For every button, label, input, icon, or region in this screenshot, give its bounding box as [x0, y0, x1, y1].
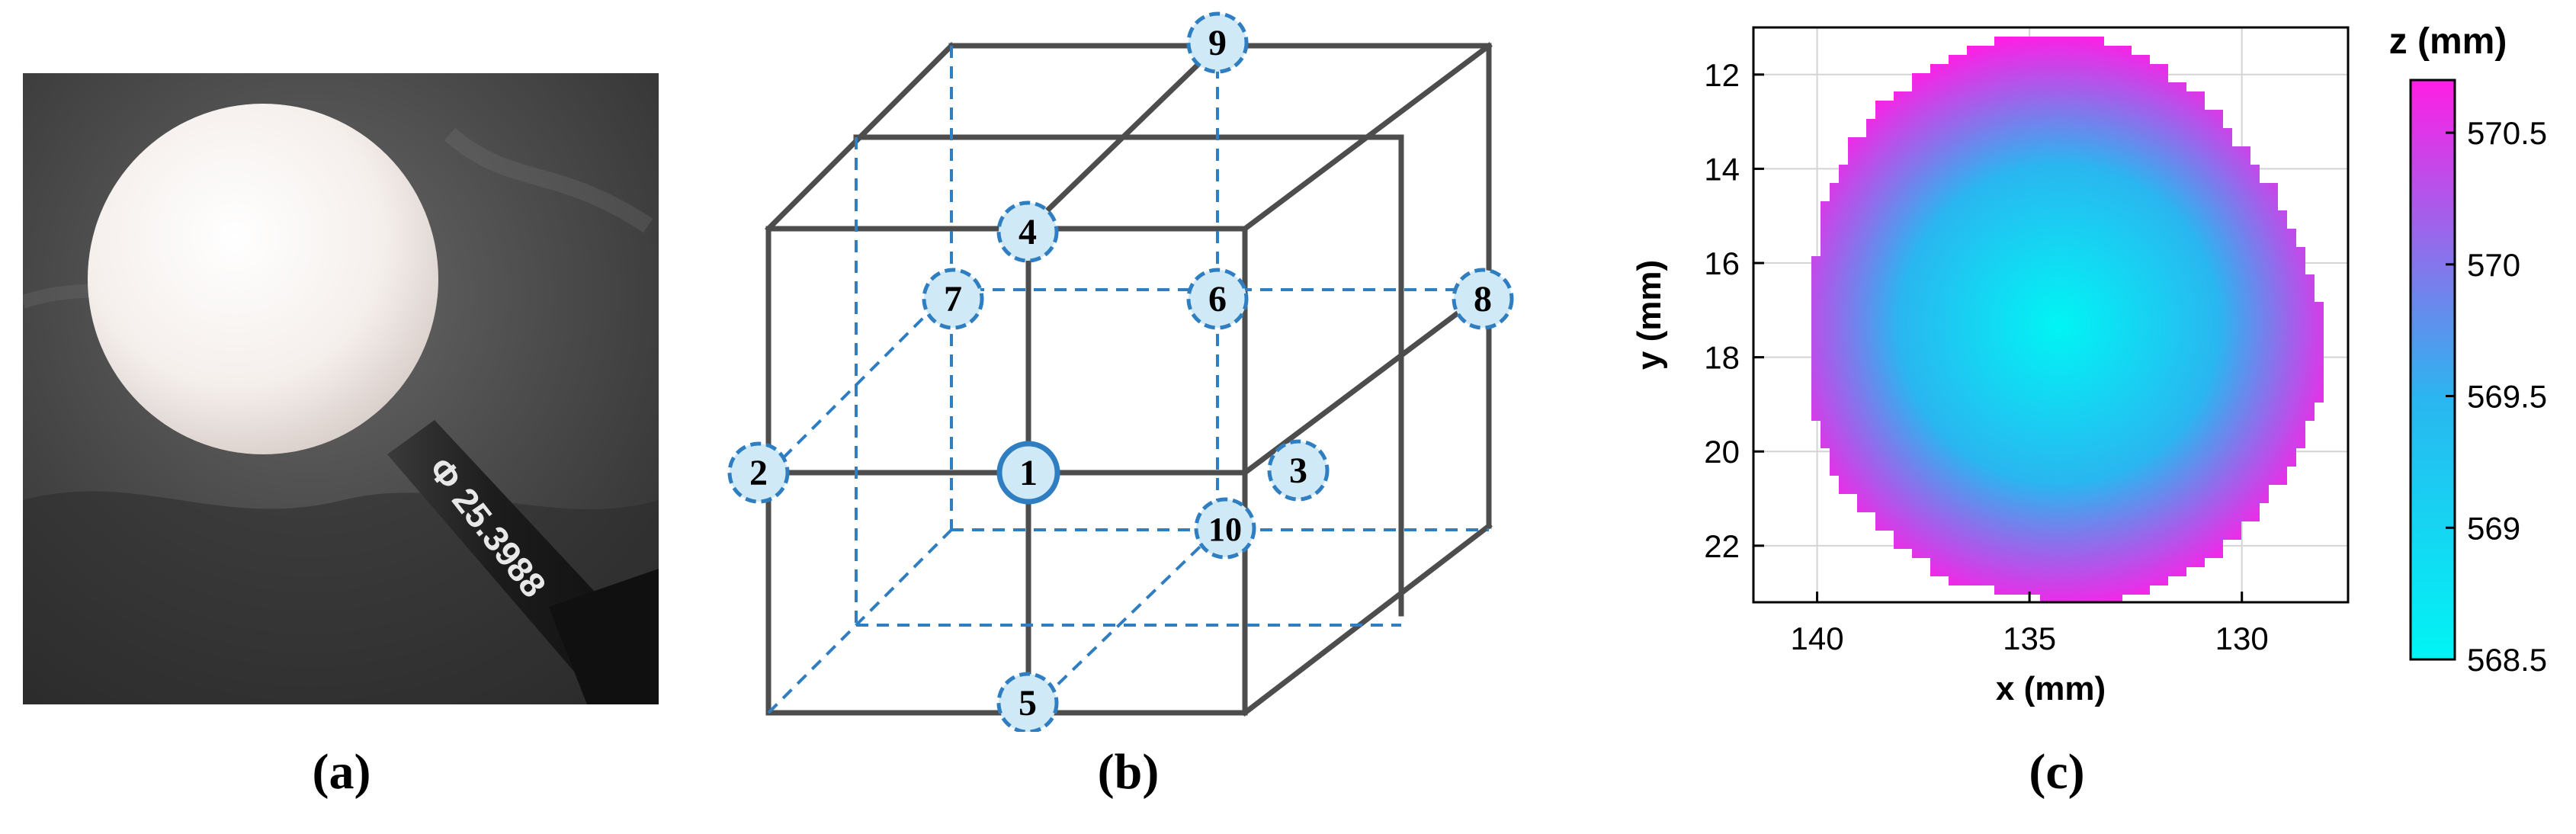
cube-hidden-edges: [767, 46, 1489, 714]
cube-node-circle: [1452, 268, 1514, 330]
cube-node-circle: [922, 268, 984, 330]
colorbar-tick-label: 570: [2467, 247, 2520, 283]
caption-c: (c): [2029, 744, 2085, 800]
x-tick-label: 130: [2215, 621, 2269, 656]
plot-frame: [1752, 26, 2350, 604]
caption-a: (a): [312, 744, 371, 800]
y-tick-label: 12: [1704, 57, 1740, 93]
cube-node-7: 7: [922, 268, 984, 330]
cube-node-label: 3: [1289, 451, 1307, 491]
cube-node-3: 3: [1267, 439, 1330, 502]
cube-node-circle: [996, 441, 1060, 505]
cube-node-label: 8: [1474, 279, 1492, 319]
cube-node-label: 1: [1019, 453, 1038, 493]
cube-node-label: 2: [749, 453, 768, 493]
heatmap-chart: 140 135 130 12 14 16 18 20 22 x (mm) y (mm) z (…: [1631, 21, 2547, 707]
y-tick-label: 16: [1704, 245, 1740, 281]
cube-nodes: 1 2 3 4 5 6 7 8 9 10: [727, 11, 1514, 732]
cube-node-4: 4: [996, 200, 1059, 263]
cube-node-label: 7: [944, 279, 962, 319]
cube-node-label: 6: [1208, 279, 1227, 319]
x-tick-label: 140: [1791, 621, 1844, 656]
cube-node-circle: [1194, 497, 1256, 560]
caption-b: (b): [1097, 744, 1160, 800]
cube-node-circle: [727, 441, 790, 504]
cube-node-circle: [996, 200, 1059, 263]
colorbar-ticks: 568.5 569 569.5 570 570.5: [2446, 115, 2547, 678]
cube-node-label: 5: [1019, 683, 1037, 723]
colorbar-tick-label: 569.5: [2467, 379, 2547, 415]
x-axis-label: x (mm): [1996, 670, 2106, 707]
y-tick-label: 20: [1704, 434, 1740, 470]
heatmap-surface: [1811, 37, 2324, 602]
cube-node-8: 8: [1452, 268, 1514, 330]
cube-node-2: 2: [727, 441, 790, 504]
cube-node-label: 9: [1208, 23, 1227, 63]
panel-a-photo: Φ 25.3988: [23, 73, 659, 704]
x-tick-label: 135: [2003, 621, 2056, 656]
colorbar: [2409, 79, 2456, 661]
sphere: [88, 104, 438, 454]
cube-node-label: 4: [1019, 212, 1037, 252]
panel-c-heatmap: 140 135 130 12 14 16 18 20 22 x (mm) y (mm) z (…: [1601, 0, 2576, 732]
sphere-photo: Φ 25.3988: [23, 73, 659, 704]
cube-solid-edges: [765, 42, 1493, 717]
x-axis-ticks: 140 135 130: [1791, 592, 2269, 656]
y-axis-label: y (mm): [1631, 260, 1668, 370]
colorbar-tick-label: 568.5: [2467, 642, 2547, 678]
cube-diagram: 1 2 3 4 5 6 7 8 9 10: [727, 11, 1514, 732]
colorbar-title: z (mm): [2389, 21, 2507, 62]
colorbar-tick-label: 570.5: [2467, 115, 2547, 151]
cube-node-circle: [1186, 268, 1249, 330]
colorbar-tick-label: 569: [2467, 510, 2520, 546]
cube-node-9: 9: [1186, 11, 1249, 74]
cube-node-1: 1: [996, 441, 1060, 505]
cube-node-circle: [1186, 11, 1249, 74]
y-tick-label: 18: [1704, 340, 1740, 376]
y-tick-label: 14: [1704, 151, 1740, 187]
y-tick-label: 22: [1704, 528, 1740, 564]
cube-node-label: 10: [1208, 511, 1242, 548]
cube-node-6: 6: [1186, 268, 1249, 330]
cube-node-circle: [996, 672, 1059, 732]
panel-b-cube-diagram: 1 2 3 4 5 6 7 8 9 10: [709, 0, 1555, 732]
cube-node-5: 5: [996, 672, 1059, 732]
cube-node-circle: [1267, 439, 1330, 502]
cube-node-10: 10: [1194, 497, 1256, 560]
y-axis-ticks: 12 14 16 18 20 22: [1704, 57, 1764, 564]
